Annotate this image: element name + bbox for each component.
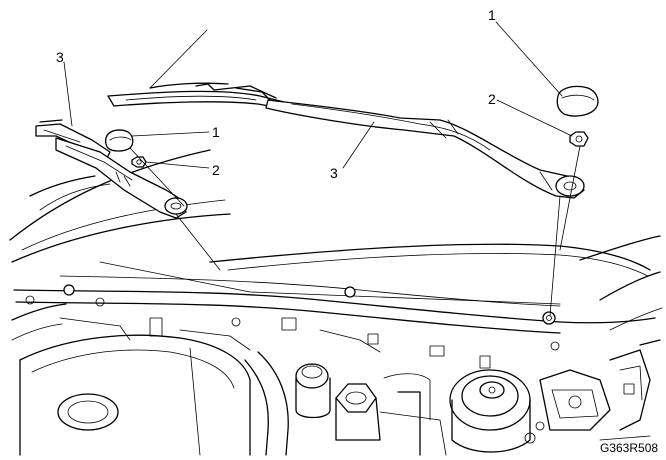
leader-lines [63,21,581,317]
right-nut [569,131,589,147]
figure-code: G363R508 [600,441,658,455]
left-pivot-cap [104,129,134,152]
right-wiper-arm [265,99,585,199]
callout-2-right: 2 [488,91,496,107]
left-nut [131,156,147,168]
engine-bay [9,149,663,456]
callout-1-left: 1 [212,124,220,140]
callout-2-left: 2 [212,162,220,178]
callout-1-right: 1 [488,7,496,23]
right-wiper-blade [107,82,293,111]
right-pivot-cap [556,85,599,117]
callout-3-right: 3 [330,165,338,181]
callout-3-left: 3 [56,49,64,65]
left-wiper-arm [55,137,188,219]
